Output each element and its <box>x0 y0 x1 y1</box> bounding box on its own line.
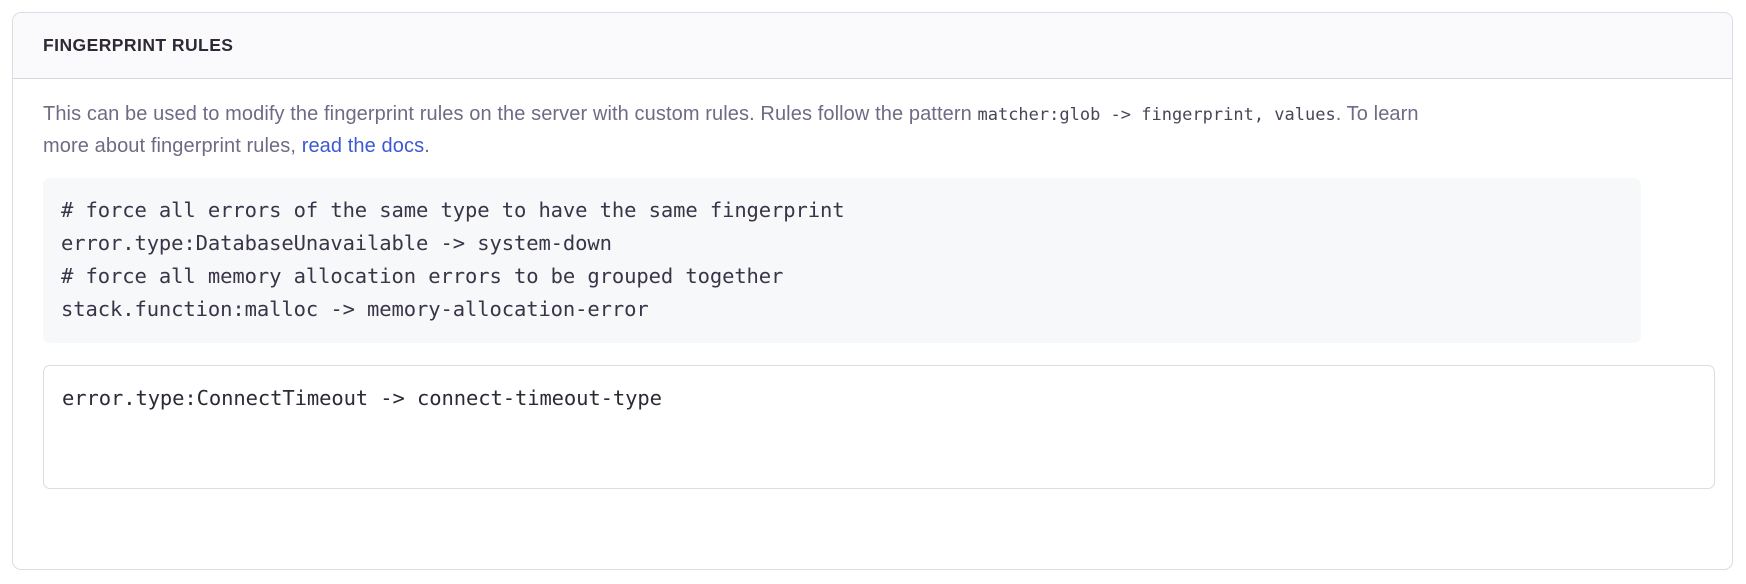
description-part-2: . To learn more about fingerprint rules, <box>43 103 1419 157</box>
description-text: This can be used to modify the fingerpri… <box>43 99 1443 162</box>
description-inline-code: matcher:glob -> fingerprint, values <box>977 105 1336 125</box>
fingerprint-rules-panel: FINGERPRINT RULES This can be used to mo… <box>12 12 1733 570</box>
panel-body: This can be used to modify the fingerpri… <box>13 79 1732 489</box>
description-part-1: This can be used to modify the fingerpri… <box>43 103 978 125</box>
panel-header: FINGERPRINT RULES <box>13 13 1732 79</box>
code-line: stack.function:malloc -> memory-allocati… <box>61 297 649 321</box>
read-the-docs-link[interactable]: read the docs <box>301 135 425 157</box>
example-code-block: # force all errors of the same type to h… <box>43 178 1641 343</box>
page-title: FINGERPRINT RULES <box>43 34 234 55</box>
fingerprint-rules-input[interactable] <box>43 365 1715 489</box>
code-line: # force all memory allocation errors to … <box>61 264 784 288</box>
description-part-3: . <box>424 135 430 157</box>
code-line: error.type:DatabaseUnavailable -> system… <box>61 231 612 255</box>
code-line: # force all errors of the same type to h… <box>61 198 845 222</box>
